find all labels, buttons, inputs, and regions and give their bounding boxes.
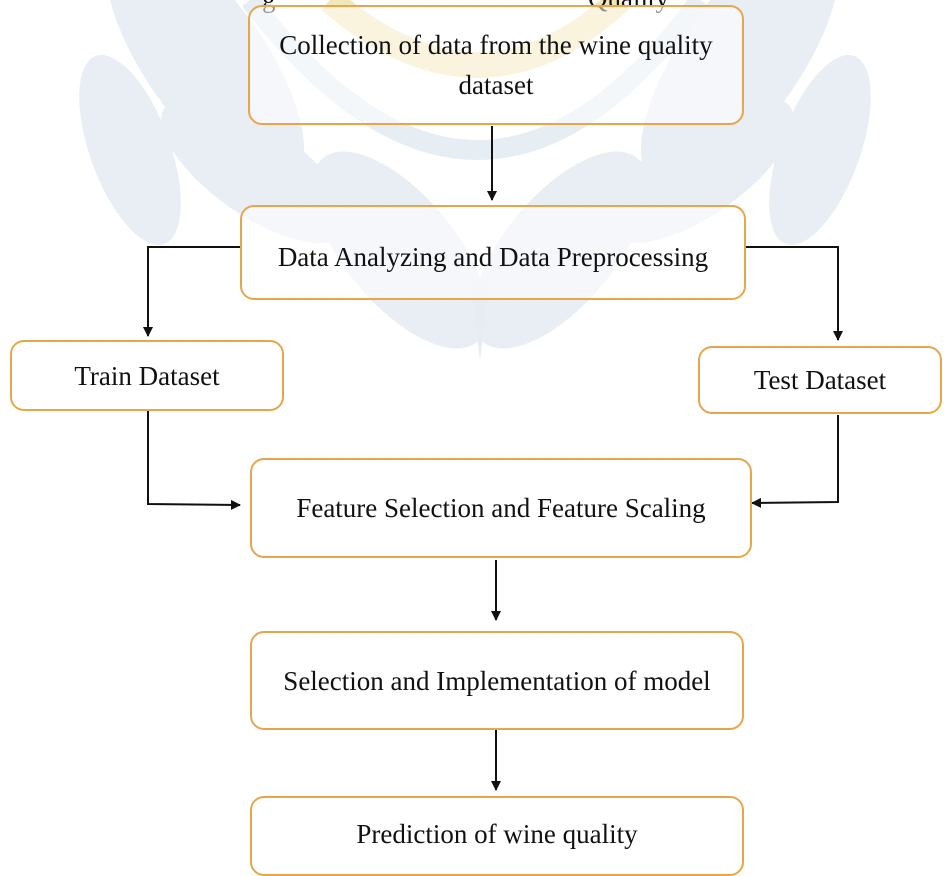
box-train-dataset: Train Dataset (10, 340, 284, 411)
arrow-test-to-feature (751, 415, 839, 508)
box-train-dataset-label: Train Dataset (74, 360, 220, 391)
box-data-analyzing-label: Data Analyzing and Data Preprocessing (277, 241, 709, 272)
arrow-train-to-feature (147, 411, 241, 510)
box-data-collection: Collection of data from the wine quality… (248, 5, 744, 125)
arrow-analyzing-to-train (143, 246, 240, 337)
box-model-implementation: Selection and Implementation of model (250, 631, 744, 730)
box-model-implementation-label: Selection and Implementation of model (283, 665, 711, 696)
box-test-dataset-label: Test Dataset (753, 365, 887, 395)
box-test-dataset: Test Dataset (698, 346, 942, 414)
box-feature-selection: Feature Selection and Feature Scaling (250, 458, 752, 558)
arrow-analyzing-to-test (746, 246, 843, 341)
box-data-analyzing: Data Analyzing and Data Preprocessing (240, 205, 746, 300)
box-feature-selection-label: Feature Selection and Feature Scaling (296, 493, 706, 523)
box-prediction: Prediction of wine quality (250, 796, 744, 876)
box-prediction-label: Prediction of wine quality (356, 819, 638, 849)
box-data-collection-label: Collection of data from the wine quality… (279, 30, 713, 100)
